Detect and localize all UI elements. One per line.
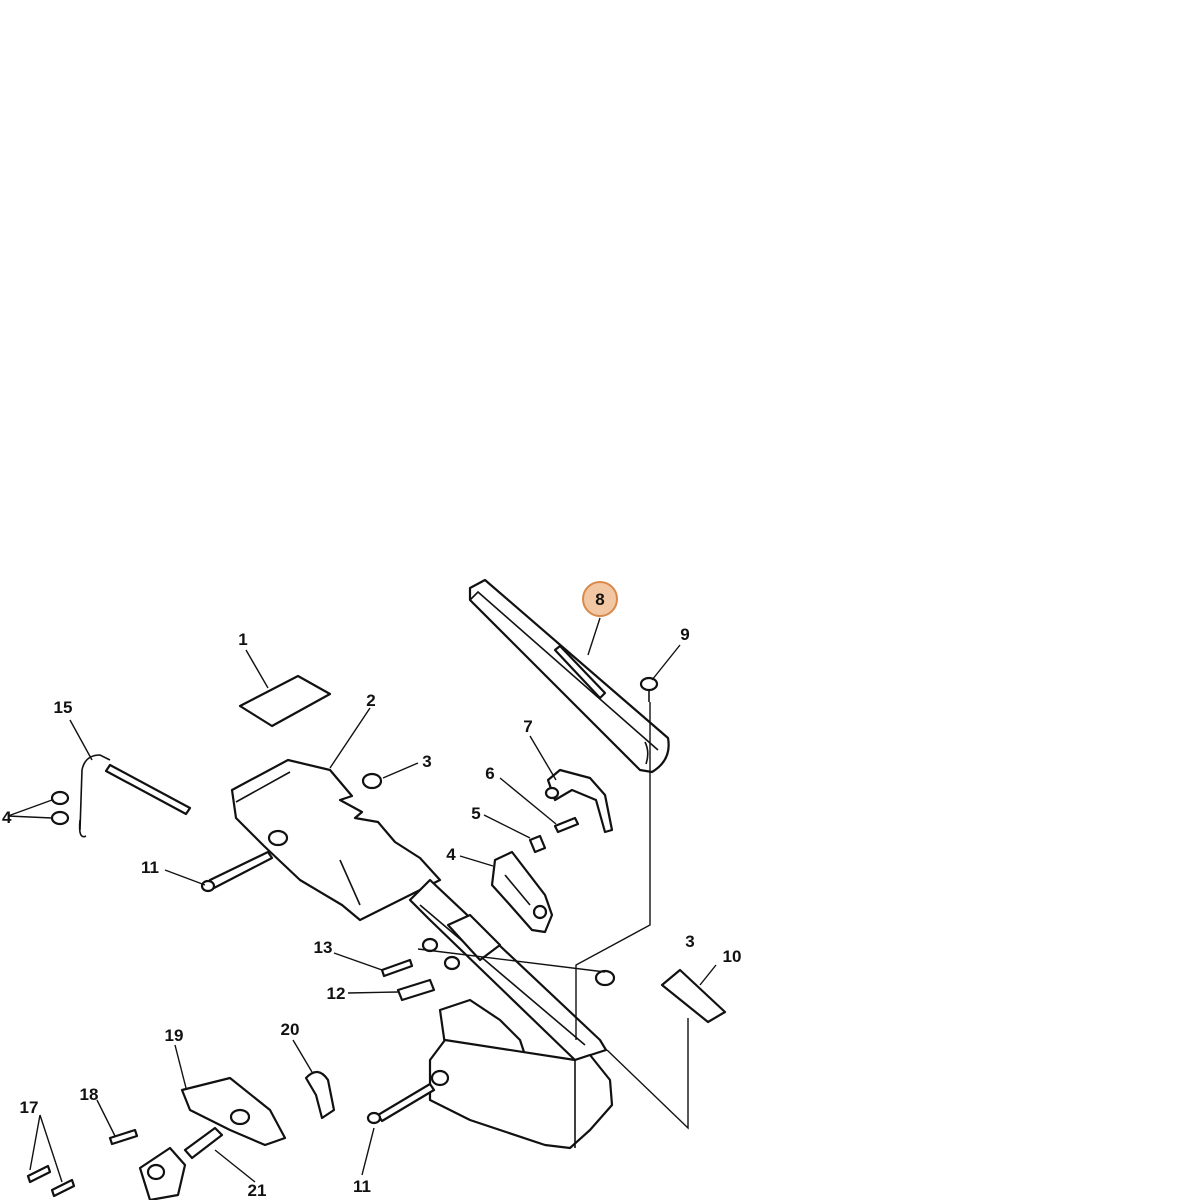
callout-13[interactable]: 13 [314,938,333,957]
callout-6[interactable]: 6 [485,764,494,783]
part-4-nuts-left[interactable] [50,790,70,826]
part-1-label[interactable] [238,674,332,728]
callout-14[interactable]: 4 [2,808,12,827]
callout-3-lower[interactable]: 3 [685,932,694,951]
callout-15[interactable]: 15 [54,698,73,717]
part-3-nut-lower[interactable] [594,969,616,987]
callout-9[interactable]: 9 [680,625,689,644]
callout-11-lower[interactable]: 11 [353,1177,371,1196]
part-6-pin[interactable] [553,816,580,834]
part-4-bracket[interactable] [490,850,554,934]
part-10-pad[interactable] [660,968,727,1024]
callout-labels: 8 1 2 3 3 4 5 6 7 9 10 11 11 12 13 4 15 … [2,590,741,1200]
highlight-circle-8[interactable] [582,581,618,617]
callout-1[interactable]: 1 [238,630,247,649]
part-3-nut-upper[interactable] [361,772,383,790]
callout-8[interactable]: 8 [595,590,604,609]
part-15-cable[interactable] [78,754,192,838]
callout-19[interactable]: 19 [165,1026,184,1045]
callout-12[interactable]: 12 [327,984,346,1003]
part-17-screws[interactable] [26,1164,76,1198]
part-5-spring[interactable] [528,834,547,854]
part-7-lever[interactable] [544,768,614,834]
callout-10[interactable]: 10 [723,947,742,966]
callout-5[interactable]: 5 [471,804,480,823]
part-13-screw[interactable] [380,958,414,978]
callout-18[interactable]: 18 [80,1085,99,1104]
callout-11-upper[interactable]: 11 [141,858,159,877]
part-19-plate[interactable] [180,1076,287,1147]
part-12-bushing[interactable] [396,978,436,1002]
callout-2[interactable]: 2 [366,691,375,710]
part-20-clip[interactable] [304,1070,336,1120]
part-9-screw[interactable] [639,676,659,702]
part-18-screw[interactable] [108,1128,139,1146]
part-11-bolt-lower[interactable] [366,1082,436,1125]
callout-21[interactable]: 21 [248,1181,267,1200]
leader-lines [7,617,717,1183]
part-8-handle-cover[interactable] [468,578,670,774]
part-11-bolt-upper[interactable] [200,850,274,893]
callout-20[interactable]: 20 [281,1020,300,1039]
handle-frame[interactable] [408,878,614,1150]
part-21-pin[interactable] [138,1126,224,1200]
callout-7[interactable]: 7 [523,717,532,736]
part-2-upper-housing[interactable] [230,758,442,922]
callout-3-upper[interactable]: 3 [422,752,431,771]
callout-4[interactable]: 4 [446,845,456,864]
callout-17[interactable]: 17 [20,1098,39,1117]
